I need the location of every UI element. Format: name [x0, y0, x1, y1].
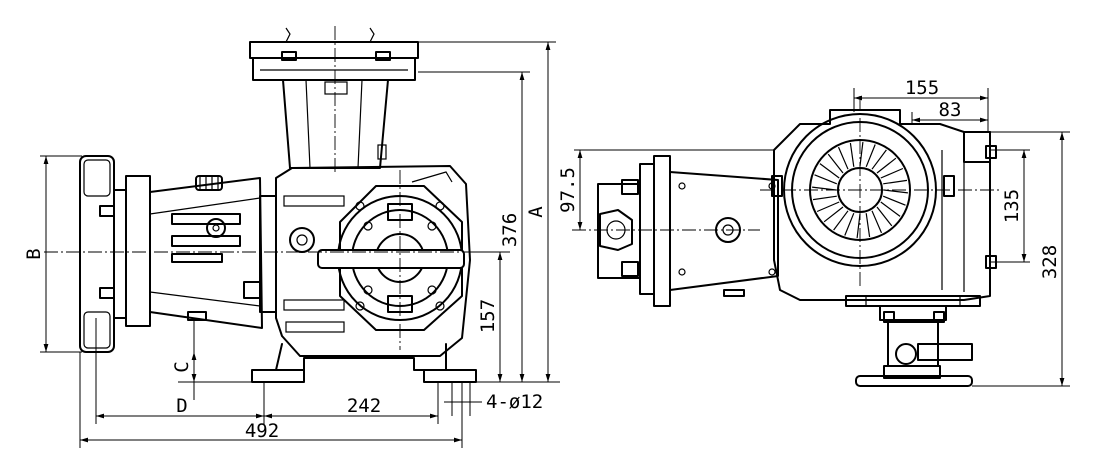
pump-base: [251, 343, 477, 383]
dim-157-label: 157: [477, 299, 499, 333]
pump-body: [149, 175, 277, 329]
dim-328-label: 328: [1039, 245, 1061, 279]
dim-b-label: B: [23, 248, 45, 259]
dim-97-5-label: 97.5: [557, 167, 579, 213]
side-body: [669, 171, 779, 297]
pump-head-disc: [79, 155, 151, 353]
side-pump-head: [597, 155, 671, 307]
dim-492-label: 492: [245, 420, 279, 442]
side-dimensions: 155 83 97.5 135 328: [557, 77, 1070, 387]
dim-d-label: D: [176, 395, 187, 417]
dim-c-label: C: [171, 361, 193, 372]
top-flange: [249, 27, 419, 81]
front-dimensions: 492 D 242 4-ø12 B C 157 376 A: [23, 41, 560, 448]
dim-135-label: 135: [1001, 189, 1023, 223]
side-base-valve: [845, 295, 981, 387]
dim-83-label: 83: [939, 99, 962, 121]
drive-wheel: [317, 185, 465, 331]
dim-242-label: 242: [347, 395, 381, 417]
dim-a-label: A: [525, 206, 547, 218]
side-view: [572, 96, 1000, 387]
dim-376-label: 376: [499, 213, 521, 247]
gearbox-housing: [275, 165, 471, 357]
front-view: [44, 26, 510, 383]
dim-holes-label: 4-ø12: [486, 391, 543, 413]
pump-neck: [282, 79, 389, 169]
dim-155-label: 155: [905, 77, 939, 99]
